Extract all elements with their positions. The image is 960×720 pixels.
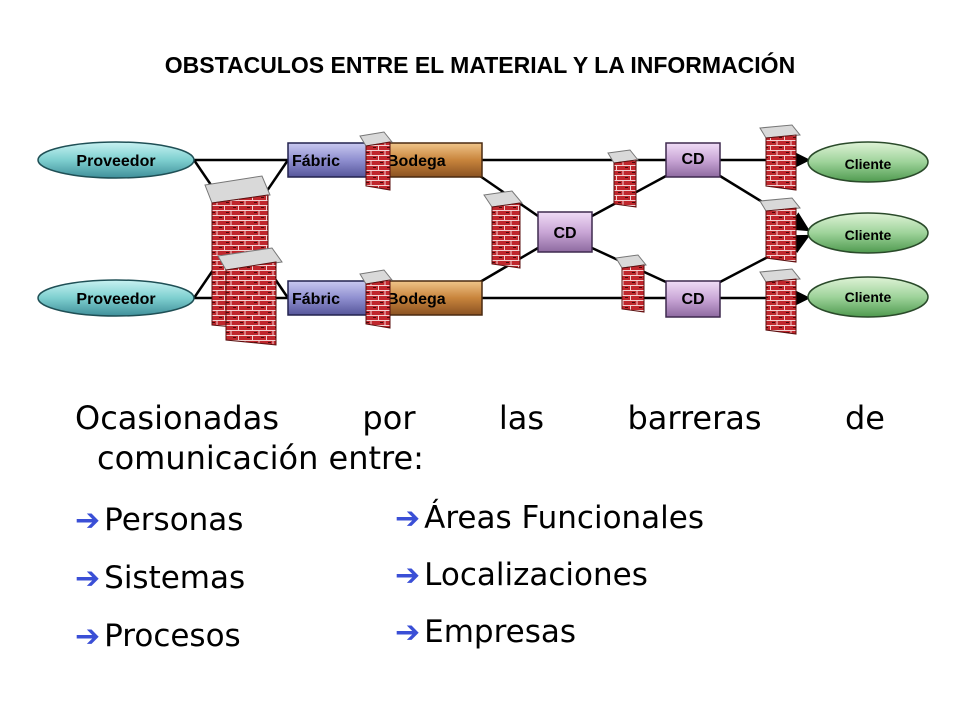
cd-bottom-node: CD [665, 280, 721, 318]
description-word: de [844, 399, 885, 437]
bullet-item-sistemas: ➔ Sistemas [75, 560, 245, 596]
bullet-label: Localizaciones [424, 557, 648, 593]
bodega-bottom-label: Bodega [387, 291, 446, 308]
brick-wall-large-2 [217, 247, 283, 346]
bullet-label: Sistemas [104, 560, 246, 596]
brick-wall-small-5 [615, 254, 647, 313]
description-line-2: comunicación entre: [97, 439, 424, 477]
bullet-label: Procesos [104, 618, 241, 654]
bullet-item-areas-funcionales: ➔ Áreas Funcionales [395, 500, 704, 536]
right-arrow-icon: ➔ [75, 618, 101, 654]
cd-bottom-label: CD [681, 291, 704, 308]
bullet-label: Empresas [424, 614, 577, 650]
proveedor-bottom-node: Proveedor [37, 279, 195, 317]
cliente-1-node: Cliente [807, 141, 929, 183]
cd-center-node: CD [537, 211, 593, 253]
supply-chain-diagram: Proveedor Proveedor Fábric Bodega Fábric… [37, 124, 929, 346]
description-word: por [362, 399, 416, 437]
right-arrow-icon: ➔ [395, 557, 421, 593]
brick-wall-small-7 [759, 197, 801, 263]
description-word: barreras [627, 399, 762, 437]
cd-top-label: CD [681, 151, 704, 168]
brick-wall-small-4 [607, 149, 639, 208]
bodega-top-label: Bodega [387, 153, 446, 170]
cliente-2-node: Cliente [807, 212, 929, 254]
bodega-bottom-node: Bodega [383, 280, 483, 316]
brick-wall-small-1 [359, 131, 393, 191]
cd-center-label: CD [553, 225, 576, 242]
proveedor-bottom-label: Proveedor [76, 291, 155, 308]
description: Ocasionadas por las barreras de comunica… [75, 398, 885, 478]
description-word: Ocasionadas [75, 399, 280, 437]
fabrica-top-label: Fábric [292, 153, 340, 170]
bullet-label: Personas [104, 502, 244, 538]
right-arrow-icon: ➔ [75, 502, 101, 538]
right-arrow-icon: ➔ [395, 500, 421, 536]
bullet-item-localizaciones: ➔ Localizaciones [395, 557, 648, 593]
bodega-top-node: Bodega [383, 142, 483, 178]
proveedor-top-node: Proveedor [37, 141, 195, 179]
cliente-3-node: Cliente [807, 276, 929, 318]
brick-wall-small-2 [359, 269, 393, 329]
bullet-label: Áreas Funcionales [424, 500, 705, 536]
bullet-item-procesos: ➔ Procesos [75, 618, 241, 654]
fabrica-bottom-label: Fábric [292, 291, 340, 308]
brick-wall-small-3 [483, 190, 523, 269]
cliente-1-label: Cliente [845, 156, 892, 172]
page-title: OBSTACULOS ENTRE EL MATERIAL Y LA INFORM… [164, 52, 796, 78]
bullet-item-empresas: ➔ Empresas [395, 614, 576, 650]
brick-wall-small-6 [759, 124, 801, 191]
right-arrow-icon: ➔ [75, 560, 101, 596]
cliente-2-label: Cliente [845, 227, 892, 243]
proveedor-top-label: Proveedor [76, 153, 155, 170]
cd-top-node: CD [665, 142, 721, 178]
right-arrow-icon: ➔ [395, 614, 421, 650]
cliente-3-label: Cliente [845, 289, 892, 305]
description-word: las [498, 399, 545, 437]
brick-wall-small-8 [759, 268, 801, 335]
description-line-1: Ocasionadas por las barreras de [75, 398, 885, 438]
bullet-item-personas: ➔ Personas [75, 502, 243, 538]
